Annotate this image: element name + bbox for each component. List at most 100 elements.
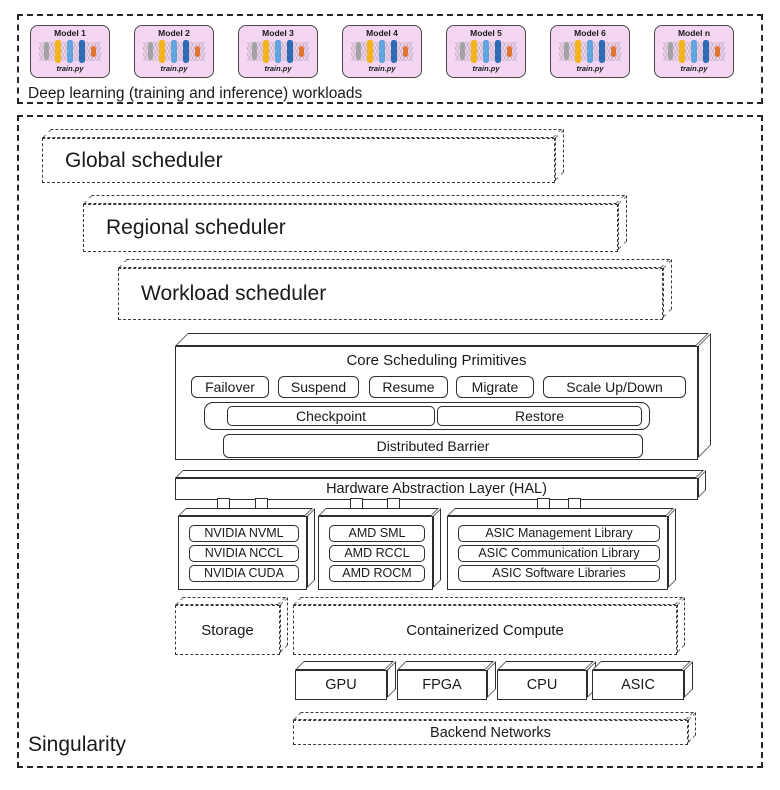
nn-bar	[195, 45, 200, 57]
model-script-label: train.py	[264, 63, 292, 73]
nn-bar	[611, 45, 616, 57]
resume-primitive: Resume	[369, 376, 448, 398]
model-card-6: Model 6 train.py	[550, 25, 630, 78]
nn-bar	[379, 39, 385, 63]
containerized-compute-label: Containerized Compute	[406, 621, 564, 639]
nn-bar	[507, 45, 512, 57]
scale-up-down-primitive: Scale Up/Down	[543, 376, 686, 398]
nvidia-driver-stack: NVIDIA NVML NVIDIA NCCL NVIDIA CUDA	[178, 516, 307, 590]
nn-bar	[263, 39, 269, 63]
nn-bar	[91, 45, 96, 57]
checkpoint-restore-group: Checkpoint Restore	[204, 402, 650, 430]
model-title: Model 5	[470, 28, 502, 38]
nn-bar	[252, 42, 257, 60]
nn-bar	[356, 42, 361, 60]
regional-scheduler-block: Regional scheduler	[83, 204, 618, 252]
nn-bar	[460, 42, 465, 60]
nn-bar	[715, 45, 720, 57]
regional-scheduler-label: Regional scheduler	[106, 216, 286, 239]
storage-label: Storage	[201, 621, 254, 639]
nn-bar	[367, 39, 373, 63]
distributed-barrier-primitive: Distributed Barrier	[223, 434, 643, 458]
nn-bar	[55, 39, 61, 63]
model-card-1: Model 1 train.py	[30, 25, 110, 78]
model-script-label: train.py	[472, 63, 500, 73]
model-title: Model 3	[262, 28, 294, 38]
nvidia-cuda: NVIDIA CUDA	[189, 564, 299, 582]
nn-bar	[159, 39, 165, 63]
gpu-block: GPU	[295, 670, 387, 700]
core-scheduling-primitives-block: Core Scheduling Primitives Failover Susp…	[175, 346, 698, 460]
model-card-4: Model 4 train.py	[342, 25, 422, 78]
nn-bar	[391, 39, 397, 63]
asic-label: ASIC	[621, 677, 655, 693]
model-title: Model 6	[574, 28, 606, 38]
neural-network-icon	[558, 39, 622, 64]
nn-bar	[148, 42, 153, 60]
core-primitives-title: Core Scheduling Primitives	[346, 352, 527, 369]
nn-bar	[403, 45, 408, 57]
singularity-caption: Singularity	[28, 733, 127, 756]
backend-networks-label: Backend Networks	[430, 724, 551, 741]
asic-communication-library: ASIC Communication Library	[458, 544, 660, 562]
nn-bar	[287, 39, 293, 63]
nn-bar	[587, 39, 593, 63]
model-script-label: train.py	[680, 63, 708, 73]
nn-bar	[703, 39, 709, 63]
model-script-label: train.py	[368, 63, 396, 73]
neural-network-icon	[38, 39, 102, 64]
model-title: Model 1	[54, 28, 86, 38]
nn-bar	[275, 39, 281, 63]
failover-primitive: Failover	[191, 376, 269, 398]
workloads-container	[17, 14, 763, 104]
global-scheduler-block: Global scheduler	[42, 138, 555, 183]
model-script-label: train.py	[56, 63, 84, 73]
model-card-2: Model 2 train.py	[134, 25, 214, 78]
nn-bar	[668, 42, 673, 60]
neural-network-icon	[454, 39, 518, 64]
workload-scheduler-block: Workload scheduler	[118, 268, 663, 320]
storage-block: Storage	[175, 605, 280, 655]
asic-block: ASIC	[592, 670, 684, 700]
nn-bar	[599, 39, 605, 63]
model-title: Model 2	[158, 28, 190, 38]
model-card-n: Model n train.py	[654, 25, 734, 78]
nn-bar	[575, 39, 581, 63]
amd-sml: AMD SML	[329, 524, 425, 542]
global-scheduler-label: Global scheduler	[65, 148, 223, 172]
nn-bar	[67, 39, 73, 63]
nn-bar	[495, 39, 501, 63]
amd-driver-stack: AMD SML AMD RCCL AMD ROCM	[318, 516, 433, 590]
model-card-5: Model 5 train.py	[446, 25, 526, 78]
hal-label: Hardware Abstraction Layer (HAL)	[326, 481, 547, 497]
workload-scheduler-label: Workload scheduler	[141, 282, 327, 305]
neural-network-icon	[662, 39, 726, 64]
model-script-label: train.py	[160, 63, 188, 73]
nn-bar	[183, 39, 189, 63]
nn-bar	[171, 39, 177, 63]
singularity-container	[17, 115, 763, 768]
gpu-label: GPU	[325, 677, 357, 693]
containerized-compute-block: Containerized Compute	[293, 605, 677, 655]
nn-bar	[44, 42, 49, 60]
asic-management-library: ASIC Management Library	[458, 524, 660, 542]
nn-bar	[691, 39, 697, 63]
nvidia-nccl: NVIDIA NCCL	[189, 544, 299, 562]
neural-network-icon	[350, 39, 414, 64]
model-title: Model n	[677, 28, 711, 38]
model-script-label: train.py	[576, 63, 604, 73]
amd-rocm: AMD ROCM	[329, 564, 425, 582]
nn-bar	[483, 39, 489, 63]
neural-network-icon	[142, 39, 206, 64]
hardware-abstraction-layer-block: Hardware Abstraction Layer (HAL)	[175, 478, 698, 500]
model-title: Model 4	[366, 28, 398, 38]
migrate-primitive: Migrate	[456, 376, 534, 398]
workloads-caption: Deep learning (training and inference) w…	[28, 85, 363, 102]
amd-rccl: AMD RCCL	[329, 544, 425, 562]
nn-bar	[299, 45, 304, 57]
suspend-primitive: Suspend	[278, 376, 359, 398]
nn-bar	[79, 39, 85, 63]
nn-bar	[564, 42, 569, 60]
cpu-label: CPU	[526, 677, 558, 693]
